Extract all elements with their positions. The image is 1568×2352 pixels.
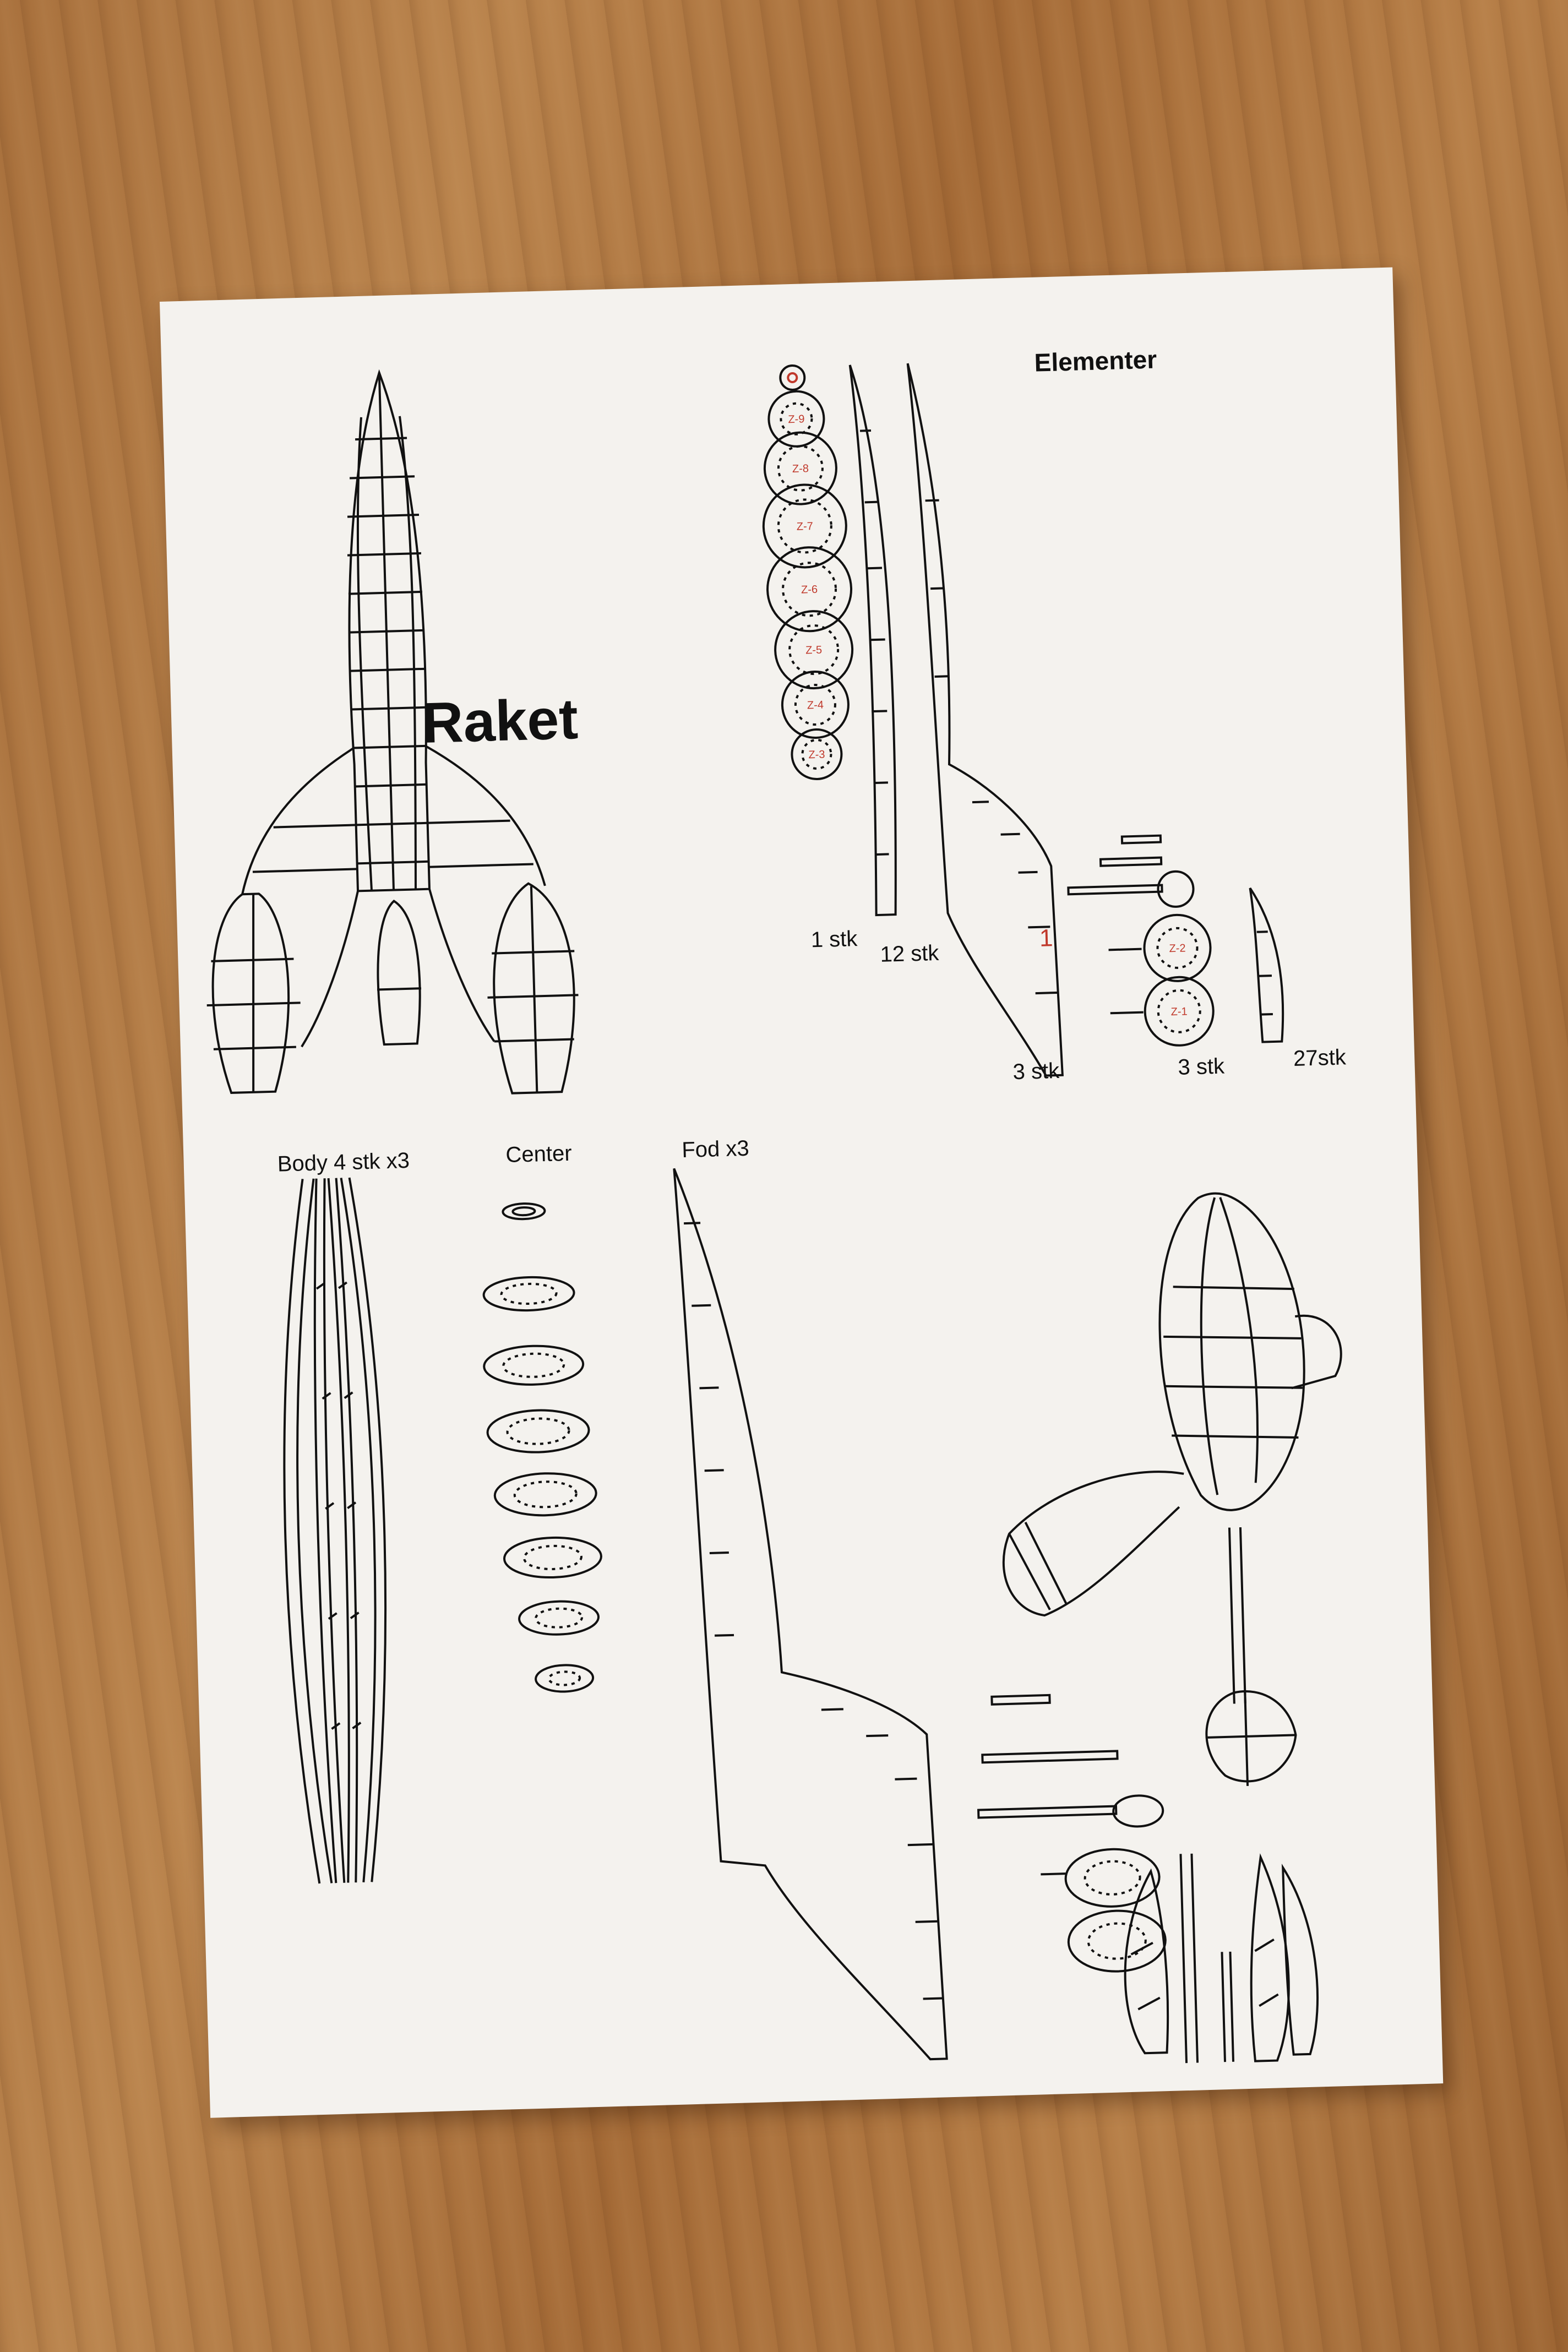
body-ribs-exploded — [283, 1177, 387, 1884]
ring-code-z3: Z-3 — [808, 749, 825, 761]
ring-code-z5: Z-5 — [805, 644, 823, 657]
body-rib-piece — [848, 364, 897, 917]
ring-code-z9: Z-9 — [788, 413, 805, 426]
strut-and-small-rings: Z-2 Z-1 — [1067, 834, 1215, 1047]
fod-piece — [673, 1168, 948, 2061]
ring-code-z6: Z-6 — [801, 584, 818, 596]
ring-code-z2: Z-2 — [1169, 942, 1186, 955]
rocket-assembled-front — [206, 369, 579, 1095]
ring-pieces-column: Z-9 Z-8 Z-7 Z-6 Z-5 Z-4 Z-3 — [762, 364, 854, 780]
rocket-assembled-isometric — [1002, 1192, 1342, 1786]
technical-drawings: Z-9 Z-8 Z-7 Z-6 Z-5 Z-4 Z-3 1 — [206, 363, 1342, 2064]
ring-code-z8: Z-8 — [792, 462, 809, 475]
instruction-sheet: Raket Elementer 1 stk 12 stk 3 stk 3 stk… — [160, 267, 1444, 2118]
ring-code-z7: Z-7 — [797, 520, 814, 533]
struts-exploded — [977, 1694, 1167, 1973]
small-fin-piece — [1249, 888, 1284, 1043]
ring-code-z4: Z-4 — [807, 699, 824, 712]
ring-code-z1: Z-1 — [1170, 1005, 1188, 1018]
center-rings-exploded — [482, 1202, 602, 1693]
fins-assembly-exploded — [1124, 1853, 1319, 2064]
fin-number: 1 — [1039, 924, 1053, 952]
fin-piece: 1 — [906, 363, 1064, 1077]
